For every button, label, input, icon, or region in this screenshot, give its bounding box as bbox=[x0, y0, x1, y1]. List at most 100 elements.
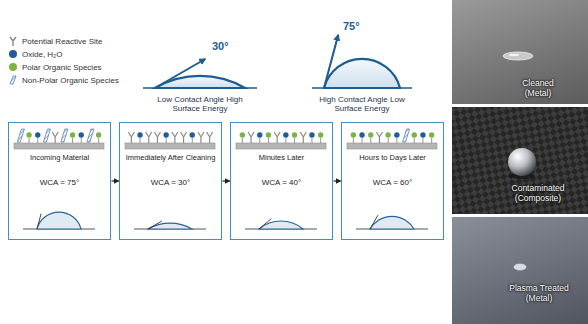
non-polar-symbol bbox=[10, 76, 16, 84]
water-contact-angle: WCA = 60° bbox=[346, 178, 439, 188]
substrate bbox=[236, 143, 326, 149]
molecule-stem bbox=[192, 138, 193, 143]
molecule-stem bbox=[259, 138, 260, 143]
oxide-dot bbox=[137, 132, 142, 137]
polar-organic-dot bbox=[318, 132, 323, 137]
molecule-stem bbox=[370, 138, 371, 143]
tangent-line bbox=[259, 219, 271, 229]
tangent-line bbox=[37, 214, 41, 229]
legend-text: Non-Polar Organic Species bbox=[22, 76, 119, 85]
molecule-stem bbox=[72, 138, 73, 143]
legend-row: Potential Reactive Site bbox=[8, 36, 103, 46]
non-polar-symbol bbox=[87, 129, 94, 142]
molecule-stem bbox=[362, 138, 363, 143]
reactive-site-symbol bbox=[376, 132, 382, 143]
legend-icon bbox=[8, 36, 18, 46]
substrate bbox=[125, 143, 215, 149]
reactive-site-symbol bbox=[181, 132, 187, 143]
molecule-stem bbox=[98, 138, 99, 143]
photo-caption: Contaminated (Composite) bbox=[500, 183, 576, 203]
water-droplet bbox=[148, 223, 192, 229]
molecule-stem bbox=[29, 138, 30, 143]
molecule-stem bbox=[140, 138, 141, 143]
legend-swatch bbox=[9, 50, 17, 58]
photo-caption: Cleaned (Metal) bbox=[516, 78, 560, 98]
substrate bbox=[14, 143, 104, 149]
reactive-site-symbol bbox=[300, 132, 306, 143]
legend-row: Non-Polar Organic Species bbox=[8, 75, 119, 85]
node-illustration bbox=[452, 0, 588, 104]
tangent-line bbox=[370, 215, 378, 229]
water-contact-angle: WCA = 30° bbox=[124, 178, 217, 188]
flat-droplet bbox=[503, 52, 533, 60]
reactive-site-symbol bbox=[52, 132, 58, 143]
molecule-stem bbox=[320, 138, 321, 143]
non-polar-symbol bbox=[61, 129, 68, 142]
reactive-site-symbol bbox=[274, 132, 280, 143]
molecule-stem bbox=[268, 138, 269, 143]
oxide-dot bbox=[420, 132, 425, 137]
flow-arrow bbox=[334, 180, 341, 181]
reactive-site-symbol bbox=[128, 132, 134, 143]
polar-organic-dot bbox=[292, 132, 297, 137]
polar-organic-dot bbox=[351, 132, 356, 137]
photo-panel: Contaminated (Composite) bbox=[452, 107, 588, 214]
contact-angle-arrow bbox=[324, 35, 338, 88]
molecule-stem bbox=[353, 138, 354, 143]
oxide-dot bbox=[163, 132, 168, 137]
molecule-stem bbox=[422, 138, 423, 143]
oxide-dot bbox=[257, 132, 262, 137]
reactive-site-symbol bbox=[248, 132, 254, 143]
legend-swatch bbox=[9, 63, 17, 71]
composite-texture bbox=[452, 107, 588, 214]
angle-label: 75° bbox=[343, 20, 360, 32]
stage-title: Hours to Days Later bbox=[346, 153, 439, 162]
molecule-stem bbox=[396, 138, 397, 143]
polar-organic-dot bbox=[368, 132, 373, 137]
polar-organic-dot bbox=[240, 132, 245, 137]
tangent-line bbox=[148, 221, 162, 229]
polar-organic-dot bbox=[266, 132, 271, 137]
molecule-stem bbox=[414, 138, 415, 143]
stage-title: Incoming Material bbox=[13, 153, 106, 162]
polar-organic-dot bbox=[412, 132, 417, 137]
contact-angle-arrow bbox=[155, 59, 205, 88]
oxide-dot bbox=[394, 132, 399, 137]
bead-droplet bbox=[508, 148, 536, 176]
photo-panel: Plasma Treated (Metal) bbox=[452, 217, 588, 324]
polar-organic-dot bbox=[70, 132, 75, 137]
legend-text: Potential Reactive Site bbox=[22, 37, 103, 46]
legend-icon bbox=[8, 75, 18, 85]
molecule-stem bbox=[166, 138, 167, 143]
water-droplet bbox=[37, 212, 81, 229]
non-polar-symbol bbox=[17, 129, 24, 142]
polar-organic-dot bbox=[385, 132, 390, 137]
reactive-site-symbol bbox=[198, 132, 204, 143]
oxide-dot bbox=[309, 132, 314, 137]
molecule-stem bbox=[388, 138, 389, 143]
photo-panel: Cleaned (Metal) bbox=[452, 0, 588, 104]
process-stage-box: Immediately After CleaningWCA = 30° bbox=[119, 122, 222, 240]
non-polar-symbol bbox=[403, 129, 410, 142]
water-contact-angle: WCA = 40° bbox=[235, 178, 328, 188]
reactive-site-symbol bbox=[146, 132, 152, 143]
molecule-stem bbox=[242, 138, 243, 143]
legend-row: Oxide, H₂O bbox=[8, 49, 62, 59]
process-stage-box: Incoming MaterialWCA = 75° bbox=[8, 122, 111, 240]
polar-organic-dot bbox=[429, 132, 434, 137]
reactive-site-symbol bbox=[207, 132, 213, 143]
surface-energy-label: High Contact Angle Low Surface Energy bbox=[316, 95, 408, 113]
angle-label: 30° bbox=[212, 40, 229, 52]
tiny-droplet bbox=[514, 264, 526, 270]
legend-text: Polar Organic Species bbox=[22, 63, 102, 72]
reactive-site-symbol bbox=[154, 132, 160, 143]
molecule-stem bbox=[37, 138, 38, 143]
substrate bbox=[347, 143, 437, 149]
molecule-stem bbox=[294, 138, 295, 143]
molecule-stem bbox=[311, 138, 312, 143]
oxide-dot bbox=[283, 132, 288, 137]
non-polar-symbol bbox=[43, 129, 50, 142]
reactive-site-symbol bbox=[10, 37, 16, 46]
highlight bbox=[509, 54, 519, 56]
